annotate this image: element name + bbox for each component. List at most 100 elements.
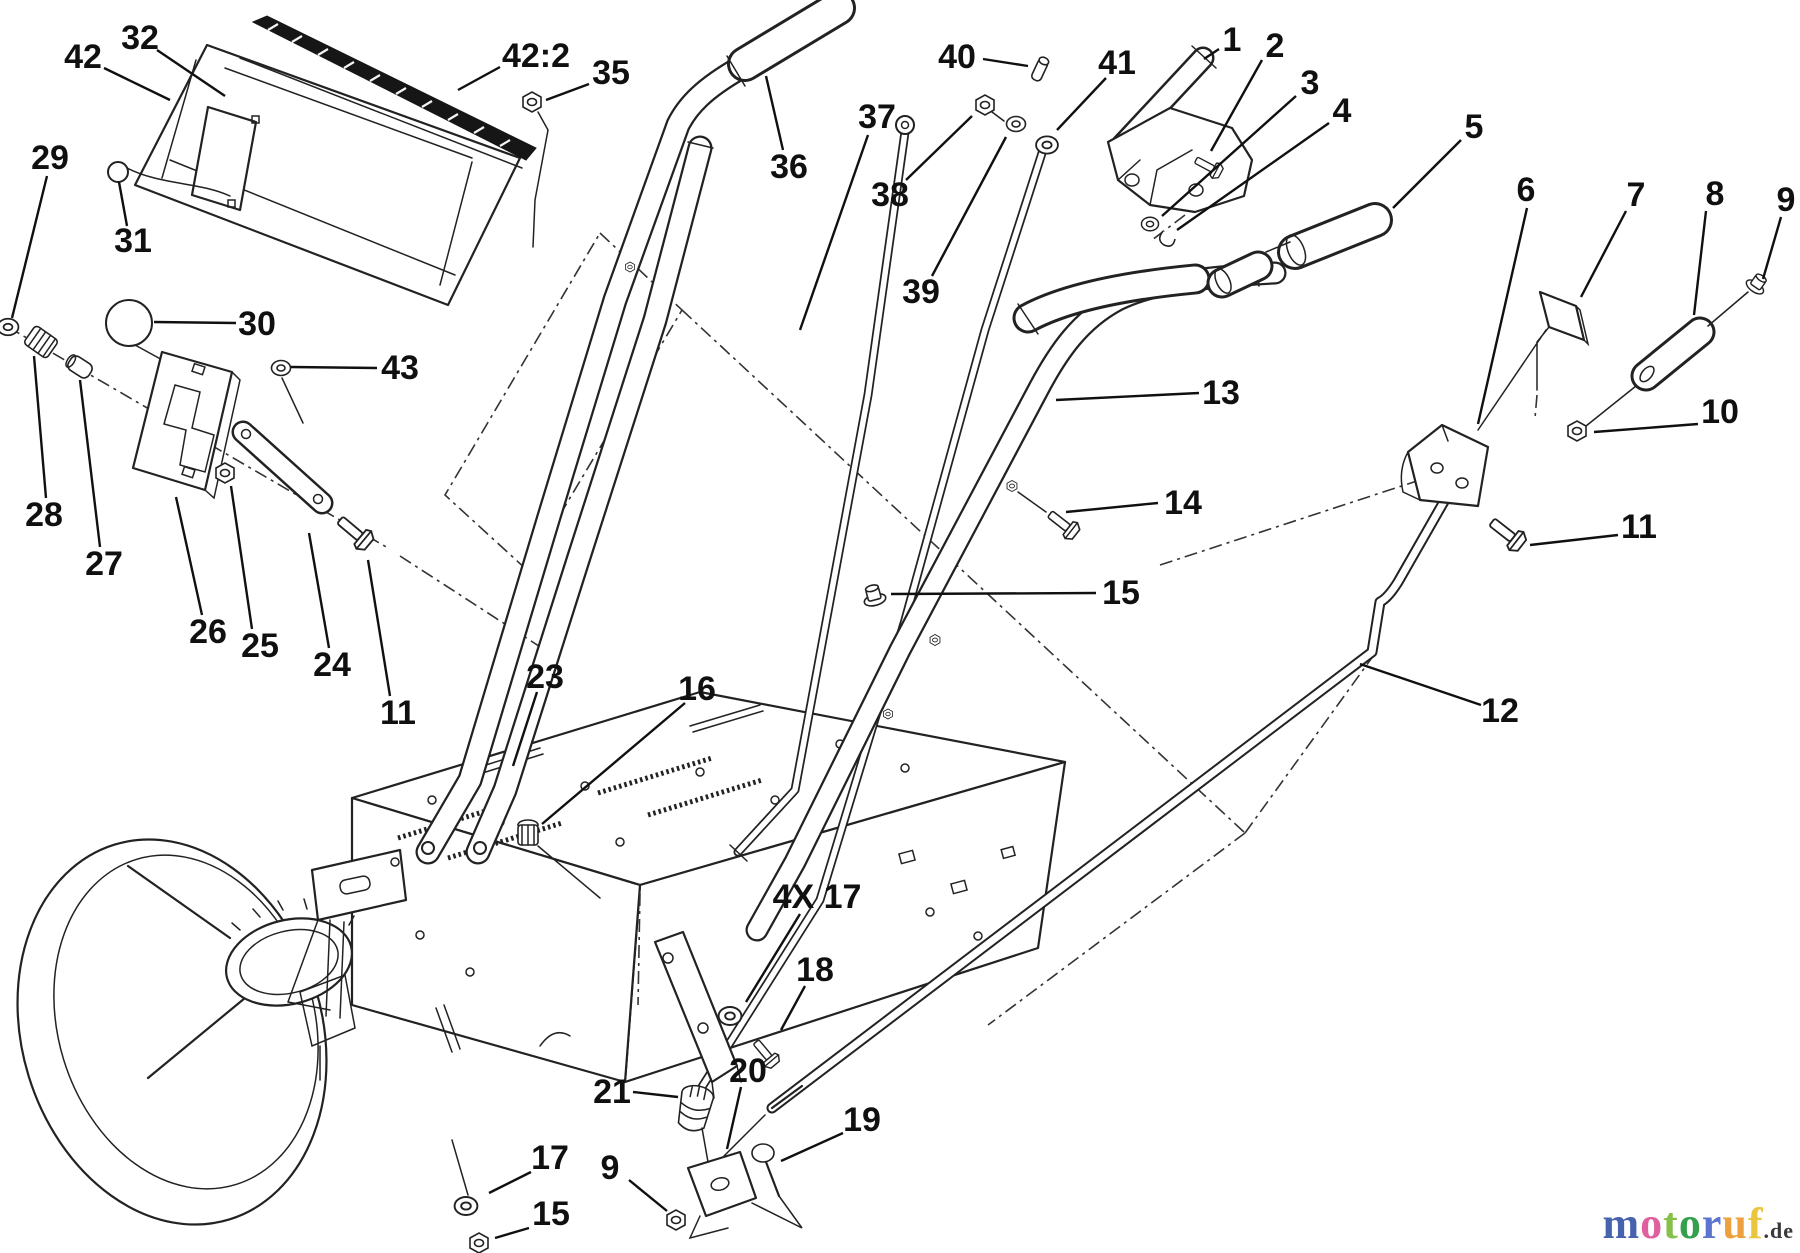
- callout-leader-26: [174, 496, 204, 616]
- callout-leader-27: [78, 379, 102, 548]
- knurled-nut-28: [23, 325, 59, 359]
- callout-label-27-9: 27: [85, 545, 123, 583]
- callout-leader-32: [156, 49, 226, 97]
- knurled-spring-21: [677, 1084, 715, 1132]
- callout-leader-42:2: [457, 65, 501, 92]
- callout-leader-21: [632, 1090, 679, 1099]
- bolt-11-left: [331, 510, 378, 555]
- spacer-27: [65, 354, 93, 379]
- callout-label-5-26: 5: [1465, 108, 1484, 146]
- callout-leader-30: [153, 320, 237, 325]
- callout-leader-24: [307, 532, 331, 649]
- washer-41: [1035, 135, 1059, 155]
- callout-label-24-12: 24: [313, 646, 351, 684]
- callout-label-14-33: 14: [1164, 484, 1202, 522]
- upper-control-rod-37: [729, 115, 915, 862]
- callout-leader-11: [1529, 533, 1619, 547]
- callout-leader-31: [117, 181, 129, 227]
- callout-label-12-36: 12: [1481, 692, 1519, 730]
- lower-handle-tube-23: [465, 135, 714, 865]
- pin-40: [1029, 54, 1051, 83]
- callout-leader-35: [545, 82, 590, 102]
- tube-end-bar: [653, 930, 742, 1099]
- nut-25: [215, 462, 235, 484]
- callout-label-30-6: 30: [238, 305, 276, 343]
- shift-lever-assembly: [0, 299, 378, 555]
- cable-bracket-20: [686, 1150, 758, 1240]
- callout-leader-39: [930, 136, 1008, 277]
- chute-latch-bracket: [287, 848, 408, 1019]
- callout-label-36-16: 36: [770, 148, 808, 186]
- nut-35: [522, 91, 549, 248]
- callout-label-42:2-2: 42:2: [502, 37, 570, 75]
- callout-label-17-42: 17: [531, 1139, 569, 1177]
- rod-hardware: [717, 54, 1083, 1072]
- callout-label-28-8: 28: [25, 496, 63, 534]
- callout-label-43-7: 43: [381, 349, 419, 387]
- callout-label-39-19: 39: [902, 273, 940, 311]
- callout-leader-1: [1203, 48, 1220, 60]
- right-side-parts: [1400, 269, 1772, 556]
- callout-leader-40: [982, 57, 1029, 68]
- washer-17: [717, 1006, 743, 1026]
- callout-leader-18: [779, 985, 807, 1031]
- callout-label-29-4: 29: [31, 139, 69, 177]
- callout-label-21-40: 21: [593, 1073, 631, 1111]
- washer-29: [0, 317, 20, 337]
- callout-label-38-18: 38: [871, 176, 909, 214]
- callout-leader-4X 17: [744, 913, 802, 1003]
- callout-label-15-35: 15: [1102, 574, 1140, 612]
- grip-5: [1206, 202, 1393, 299]
- callout-leader-42: [103, 66, 171, 102]
- callout-leader-37: [798, 134, 870, 331]
- callout-label-2-23: 2: [1266, 27, 1285, 65]
- callout-label-26-10: 26: [189, 613, 227, 651]
- callout-leader-23: [511, 691, 539, 767]
- callout-leader-10: [1593, 422, 1699, 434]
- bolt-11-right: [1483, 512, 1530, 556]
- watermark-letter-o: o: [1640, 1199, 1664, 1248]
- watermark-motoruf: motoruf.de: [1603, 1198, 1794, 1249]
- callout-label-7-28: 7: [1627, 176, 1646, 214]
- auger-housing: [16, 838, 408, 1226]
- callout-label-40-20: 40: [938, 38, 976, 76]
- callout-leader-25: [229, 485, 254, 630]
- callout-leader-15: [890, 591, 1097, 596]
- callout-leader-4: [1176, 122, 1330, 231]
- callout-label-42-0: 42: [64, 38, 102, 76]
- callout-label-13-31: 13: [1202, 374, 1240, 412]
- callout-label-16-15: 16: [678, 670, 716, 708]
- callout-leader-29: [10, 175, 49, 319]
- callout-leader-3: [1161, 95, 1297, 217]
- callout-leader-17: [488, 1170, 532, 1195]
- shift-plate-26: [131, 350, 241, 500]
- callout-label-23-14: 23: [526, 658, 564, 696]
- callout-leader-36: [764, 75, 785, 151]
- callout-label-8-29: 8: [1706, 175, 1725, 213]
- callout-label-3-24: 3: [1301, 64, 1320, 102]
- callout-leader-6: [1476, 207, 1529, 425]
- callout-leader-11: [366, 559, 392, 697]
- cotter-pin-4: [1158, 230, 1176, 247]
- callout-label-32-1: 32: [121, 19, 159, 57]
- callout-label-4-25: 4: [1333, 92, 1352, 130]
- callout-label-9-43: 9: [601, 1149, 620, 1187]
- shift-rod-12: [723, 464, 1468, 1157]
- callout-label-18-38: 18: [796, 951, 834, 989]
- washer-3: [1140, 216, 1160, 232]
- upper-handle-tube-36: [415, 0, 856, 865]
- control-panel-assembly: [107, 15, 549, 307]
- callout-leader-12: [1359, 662, 1482, 707]
- callout-label-25-11: 25: [241, 627, 279, 665]
- callout-label-19-41: 19: [843, 1101, 881, 1139]
- callout-label-6-27: 6: [1517, 171, 1536, 209]
- clip-16: [517, 819, 539, 846]
- callout-leader-20: [725, 1086, 743, 1150]
- console-cutout: [190, 105, 260, 212]
- watermark-wordmark: motoruf: [1603, 1199, 1764, 1248]
- callout-label-4X 17-37: 4X 17: [773, 878, 862, 916]
- callout-leader-38: [905, 115, 973, 181]
- watermark-letter-u: u: [1722, 1199, 1748, 1248]
- callout-label-31-5: 31: [114, 222, 152, 260]
